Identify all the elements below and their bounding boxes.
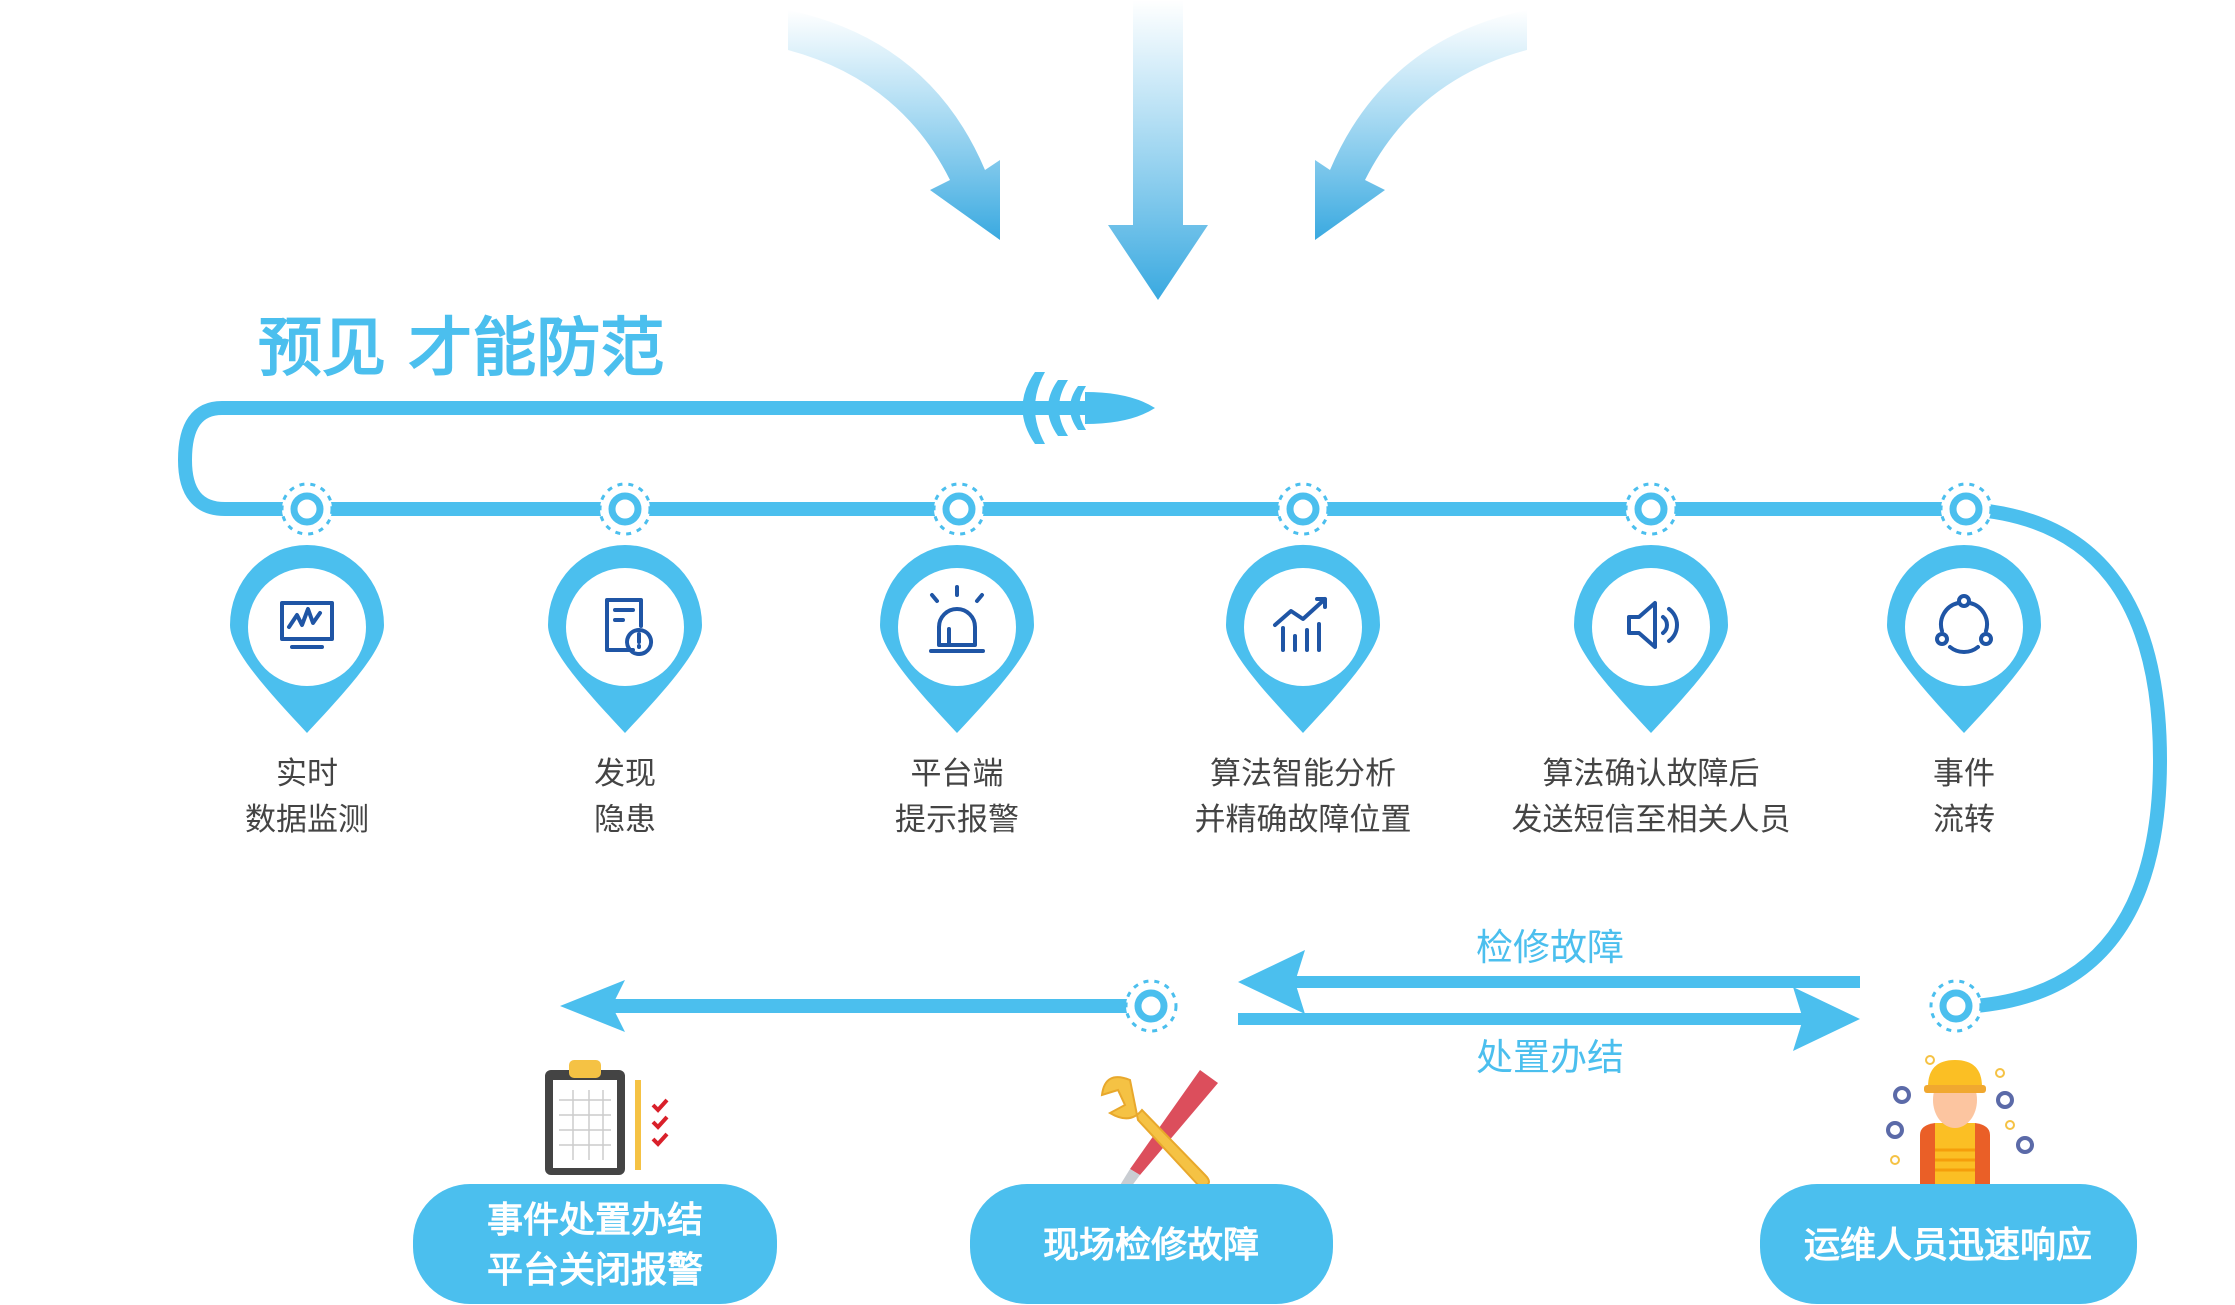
left-curved-arrow xyxy=(788,10,1000,240)
track-node xyxy=(1124,979,1178,1033)
monitor-chart-icon xyxy=(280,601,334,649)
step-label-6a: 事件 xyxy=(1933,756,1995,792)
top-arrowhead xyxy=(1022,372,1155,444)
step-label-4a: 算法智能分析 xyxy=(1210,756,1396,792)
step-label-2b: 隐患 xyxy=(594,802,656,838)
step-pin-4 xyxy=(1226,544,1380,733)
button-label-2: 现场检修故障 xyxy=(1043,1225,1259,1266)
track-node xyxy=(1624,482,1678,536)
track-node xyxy=(1276,482,1330,536)
step-pin-6 xyxy=(1887,545,2041,733)
step-label-4b: 并精确故障位置 xyxy=(1195,802,1412,838)
track-nodes xyxy=(280,482,1993,1033)
step-label-1b: 数据监测 xyxy=(245,802,369,838)
arrow-label-complete: 处置办结 xyxy=(1476,1036,1624,1079)
arrow-label-repair: 检修故障 xyxy=(1476,926,1624,969)
track-node xyxy=(280,482,334,536)
button-label-3: 运维人员迅速响应 xyxy=(1804,1225,2092,1266)
double-arrows xyxy=(1238,950,1860,1051)
step-pin-1 xyxy=(229,544,384,733)
track-node xyxy=(932,482,986,536)
right-curved-arrow xyxy=(1315,10,1527,240)
speaker-icon xyxy=(1627,601,1679,649)
document-alert-icon xyxy=(605,598,654,656)
button-label-1b: 平台关闭报警 xyxy=(487,1250,703,1291)
step-label-5b: 发送短信至相关人员 xyxy=(1512,802,1791,838)
step-label-2a: 发现 xyxy=(594,756,656,792)
bar-chart-up-icon xyxy=(1273,597,1327,652)
step-label-5a: 算法确认故障后 xyxy=(1543,756,1760,792)
step-label-6b: 流转 xyxy=(1933,802,1995,838)
step-pin-3 xyxy=(880,545,1034,733)
main-track xyxy=(177,401,2168,1013)
clipboard-icon xyxy=(545,1060,669,1175)
step-pin-2 xyxy=(548,545,702,733)
step-label-3a: 平台端 xyxy=(911,756,1004,792)
cycle-icon xyxy=(1935,594,1993,655)
left-arrowhead xyxy=(560,980,625,1032)
button-label-1a: 事件处置办结 xyxy=(487,1200,703,1241)
step-label-1a: 实时 xyxy=(276,756,338,792)
incoming-arrows xyxy=(788,0,1527,300)
step-pins xyxy=(229,544,2041,733)
step-labels: 实时 数据监测 发现 隐患 平台端 提示报警 算法智能分析 并精确故障位置 算法… xyxy=(245,756,1995,838)
worker-icon xyxy=(1886,1055,2034,1185)
step-label-3b: 提示报警 xyxy=(895,802,1019,838)
track-node xyxy=(1929,979,1983,1033)
track-node xyxy=(598,482,652,536)
step-pin-5 xyxy=(1574,545,1728,733)
alarm-light-icon xyxy=(929,585,985,653)
step-staff-response-button[interactable]: 运维人员迅速响应 xyxy=(1760,1184,2137,1304)
page-title: 预见 才能防范 xyxy=(258,312,664,386)
step-onsite-repair-button[interactable]: 现场检修故障 xyxy=(970,1184,1333,1304)
track-node xyxy=(1939,482,1993,536)
step-close-alarm-button[interactable]: 事件处置办结 平台关闭报警 xyxy=(413,1184,777,1304)
center-down-arrow xyxy=(1108,0,1208,300)
